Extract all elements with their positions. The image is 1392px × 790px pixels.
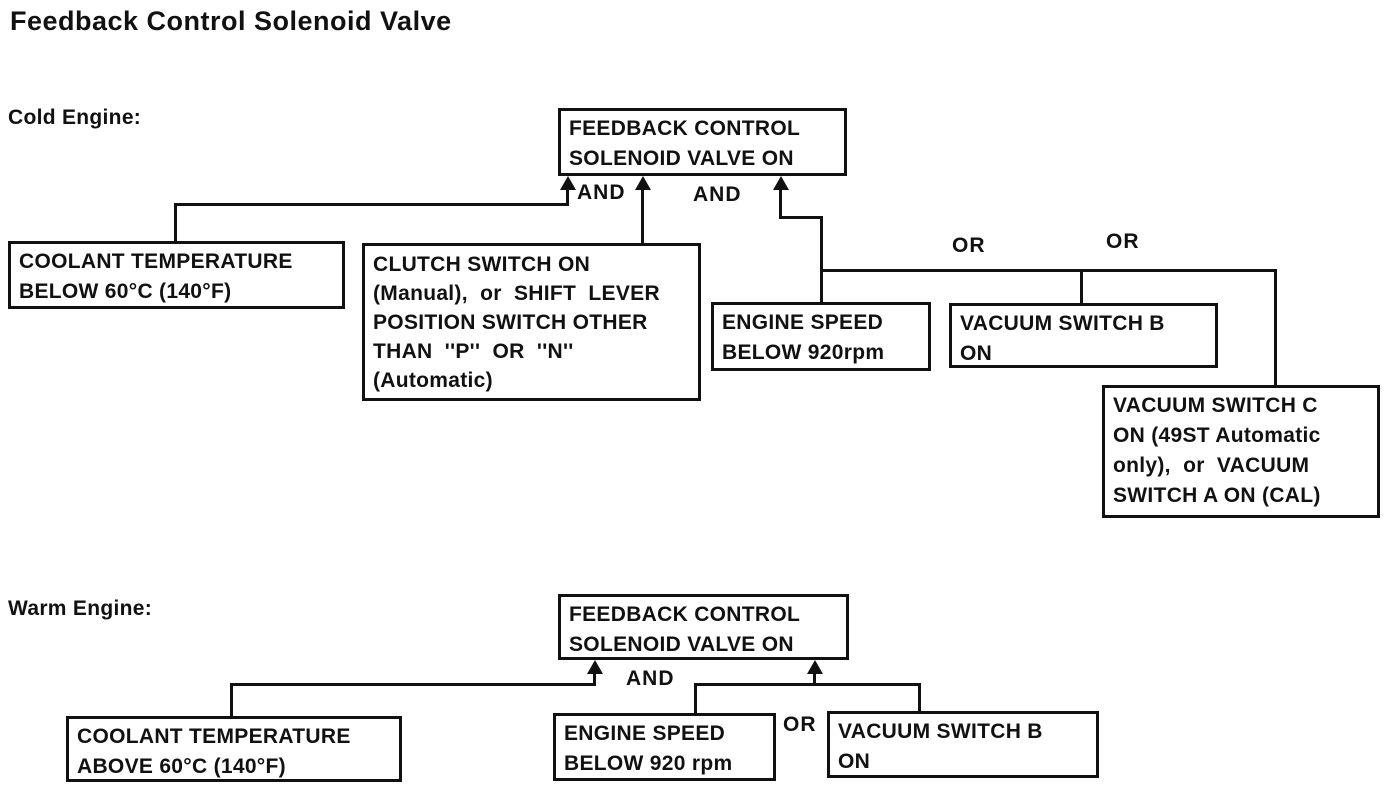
connector-clutch-riser xyxy=(641,188,644,245)
connector-or-step-run xyxy=(779,216,823,219)
connector-or-bus xyxy=(820,269,1277,272)
box-engine-speed-cold: ENGINE SPEED BELOW 920rpm xyxy=(711,302,931,371)
box-vacuum-switch-b-cold: VACUUM SWITCH B ON xyxy=(949,303,1218,368)
gate-and-warm: AND xyxy=(626,667,675,690)
arrow-up-icon xyxy=(807,660,823,674)
connector-arrow1-stem-warm xyxy=(593,672,596,686)
connector-coolant-cold-riser xyxy=(174,203,177,243)
connector-or-trunk xyxy=(820,216,823,304)
connector-coolant-warm-riser xyxy=(230,683,233,717)
box-vacuum-switch-b-warm: VACUUM SWITCH B ON xyxy=(827,711,1099,778)
connector-vacuum-b-cold-drop xyxy=(1080,269,1083,305)
gate-or-cold-2: OR xyxy=(1106,230,1140,253)
box-coolant-temp-below: COOLANT TEMPERATURE BELOW 60°C (140°F) xyxy=(8,241,345,309)
connector-or-bus-warm xyxy=(694,683,921,686)
page-title: Feedback Control Solenoid Valve xyxy=(10,6,452,36)
connector-arrow3-stem-cold xyxy=(779,188,782,219)
box-clutch-shift-switch: CLUTCH SWITCH ON (Manual), or SHIFT LEVE… xyxy=(362,243,701,401)
arrow-up-icon xyxy=(773,176,789,190)
gate-or-warm: OR xyxy=(783,713,817,736)
connector-coolant-cold-run xyxy=(174,203,569,206)
connector-engine-warm-drop xyxy=(694,683,697,715)
connector-arrow2-stem-warm xyxy=(813,672,816,686)
section-label-cold: Cold Engine: xyxy=(8,106,142,129)
connector-coolant-warm-run xyxy=(230,683,596,686)
box-coolant-temp-above: COOLANT TEMPERATURE ABOVE 60°C (140°F) xyxy=(66,716,402,782)
box-feedback-solenoid-warm: FEEDBACK CONTROL SOLENOID VALVE ON xyxy=(558,594,849,660)
arrow-up-icon xyxy=(560,176,576,190)
connector-vacuum-b-warm-drop xyxy=(918,683,921,713)
connector-arrow1-stem-cold xyxy=(566,188,569,206)
box-engine-speed-warm: ENGINE SPEED BELOW 920 rpm xyxy=(553,713,776,781)
gate-and-cold-2: AND xyxy=(693,183,742,206)
box-feedback-solenoid-cold: FEEDBACK CONTROL SOLENOID VALVE ON xyxy=(558,108,847,176)
section-label-warm: Warm Engine: xyxy=(8,597,152,620)
arrow-up-icon xyxy=(635,176,651,190)
arrow-up-icon xyxy=(587,660,603,674)
gate-or-cold-1: OR xyxy=(952,234,986,257)
connector-vacuum-c-drop xyxy=(1274,269,1277,387)
gate-and-cold-1: AND xyxy=(577,181,626,204)
box-vacuum-switch-c: VACUUM SWITCH C ON (49ST Automatic only)… xyxy=(1102,385,1380,518)
